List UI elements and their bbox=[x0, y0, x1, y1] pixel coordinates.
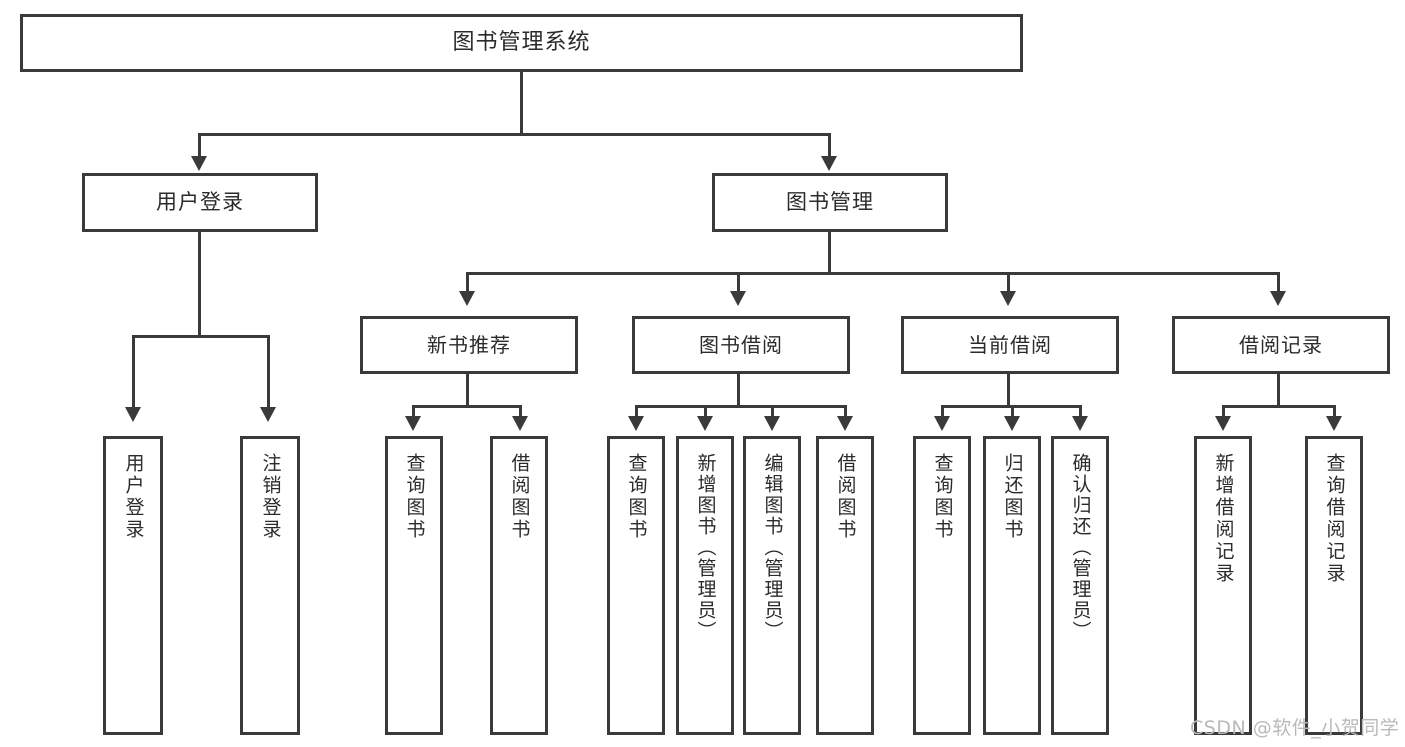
edge-root-stem bbox=[520, 72, 523, 134]
leaf-logout[interactable]: 注销登录 bbox=[240, 436, 300, 735]
arrow-borrow-to-leaf3 bbox=[764, 416, 780, 431]
leaf-user-login[interactable]: 用户登录 bbox=[103, 436, 163, 735]
edge-current-to-leaf3 bbox=[1079, 405, 1082, 418]
leaf-label: 编辑图书（管理员） bbox=[761, 453, 784, 642]
leaf-label: 查询借阅记录 bbox=[1323, 453, 1346, 585]
edge-current-to-leaf1 bbox=[941, 405, 944, 418]
edge-borrow-to-leaf1 bbox=[635, 405, 638, 418]
edge-login-to-leaf2 bbox=[267, 335, 270, 410]
edge-newbooks-to-leaf2 bbox=[519, 405, 522, 418]
node-label: 借阅记录 bbox=[1239, 332, 1323, 357]
edge-borrow-stem bbox=[737, 374, 740, 406]
edge-bookmgmt-to-current bbox=[1007, 272, 1010, 294]
leaf-confirm-return-admin[interactable]: 确认归还（管理员） bbox=[1051, 436, 1109, 735]
node-new-book-recommend[interactable]: 新书推荐 bbox=[360, 316, 578, 374]
arrow-current-to-leaf1 bbox=[934, 416, 950, 431]
leaf-edit-book-admin[interactable]: 编辑图书（管理员） bbox=[743, 436, 801, 735]
edge-current-to-leaf2 bbox=[1011, 405, 1014, 418]
leaf-label: 借阅图书 bbox=[508, 453, 531, 541]
leaf-borrow-books-recommend[interactable]: 借阅图书 bbox=[490, 436, 548, 735]
arrow-records-to-leaf1 bbox=[1215, 416, 1231, 431]
arrow-bookmgmt-to-records bbox=[1270, 291, 1286, 306]
arrow-current-to-leaf3 bbox=[1072, 416, 1088, 431]
edge-records-to-leaf1 bbox=[1222, 405, 1225, 418]
arrow-borrow-to-leaf4 bbox=[837, 416, 853, 431]
edge-records-to-leaf2 bbox=[1333, 405, 1336, 418]
edge-borrow-to-leaf2 bbox=[704, 405, 707, 418]
edge-login-to-leaf1 bbox=[132, 335, 135, 410]
edge-login-bus bbox=[132, 335, 270, 338]
leaf-label: 新增图书（管理员） bbox=[694, 453, 717, 642]
leaf-label: 借阅图书 bbox=[834, 453, 857, 541]
arrow-login-to-leaf1 bbox=[125, 407, 141, 422]
edge-root-bus bbox=[198, 133, 831, 136]
node-book-management[interactable]: 图书管理 bbox=[712, 173, 948, 232]
node-borrow-records[interactable]: 借阅记录 bbox=[1172, 316, 1390, 374]
edge-root-to-login bbox=[198, 133, 201, 160]
node-current-borrow[interactable]: 当前借阅 bbox=[901, 316, 1119, 374]
edge-newbooks-stem bbox=[466, 374, 469, 406]
edge-current-stem bbox=[1007, 374, 1010, 406]
arrow-bookmgmt-to-current bbox=[1000, 291, 1016, 306]
leaf-query-books-current[interactable]: 查询图书 bbox=[913, 436, 971, 735]
leaf-query-books-recommend[interactable]: 查询图书 bbox=[385, 436, 443, 735]
leaf-add-borrow-record[interactable]: 新增借阅记录 bbox=[1194, 436, 1252, 735]
arrow-root-to-login bbox=[191, 156, 207, 171]
edge-bookmgmt-stem bbox=[828, 232, 831, 274]
leaf-label: 确认归还（管理员） bbox=[1069, 453, 1092, 642]
leaf-query-borrow-record[interactable]: 查询借阅记录 bbox=[1305, 436, 1363, 735]
node-label: 新书推荐 bbox=[427, 332, 511, 357]
edge-borrow-bus bbox=[635, 405, 847, 408]
edge-bookmgmt-to-borrow bbox=[737, 272, 740, 294]
node-label: 用户登录 bbox=[156, 190, 244, 215]
leaf-return-books[interactable]: 归还图书 bbox=[983, 436, 1041, 735]
leaf-label: 查询图书 bbox=[403, 453, 426, 541]
edge-bookmgmt-to-newbooks bbox=[466, 272, 469, 294]
leaf-label: 注销登录 bbox=[259, 453, 282, 541]
edge-records-stem bbox=[1277, 374, 1280, 406]
leaf-label: 用户登录 bbox=[122, 453, 145, 541]
arrow-current-to-leaf2 bbox=[1004, 416, 1020, 431]
node-label: 当前借阅 bbox=[968, 332, 1052, 357]
leaf-query-books-borrow[interactable]: 查询图书 bbox=[607, 436, 665, 735]
arrow-bookmgmt-to-borrow bbox=[730, 291, 746, 306]
node-label: 图书借阅 bbox=[699, 332, 783, 357]
edge-records-bus bbox=[1222, 405, 1336, 408]
leaf-label: 新增借阅记录 bbox=[1212, 453, 1235, 585]
leaf-label: 查询图书 bbox=[625, 453, 648, 541]
arrow-bookmgmt-to-newbooks bbox=[459, 291, 475, 306]
arrow-root-to-bookmgmt bbox=[821, 156, 837, 171]
edge-bookmgmt-to-records bbox=[1277, 272, 1280, 294]
node-book-borrow[interactable]: 图书借阅 bbox=[632, 316, 850, 374]
node-label: 图书管理 bbox=[786, 190, 874, 215]
leaf-label: 查询图书 bbox=[931, 453, 954, 541]
edge-bookmgmt-bus bbox=[466, 272, 1278, 275]
arrow-newbooks-to-leaf1 bbox=[405, 416, 421, 431]
arrow-records-to-leaf2 bbox=[1326, 416, 1342, 431]
edge-borrow-to-leaf4 bbox=[844, 405, 847, 418]
arrow-newbooks-to-leaf2 bbox=[512, 416, 528, 431]
leaf-borrow-books[interactable]: 借阅图书 bbox=[816, 436, 874, 735]
edge-newbooks-to-leaf1 bbox=[412, 405, 415, 418]
arrow-borrow-to-leaf2 bbox=[697, 416, 713, 431]
arrow-borrow-to-leaf1 bbox=[628, 416, 644, 431]
edge-newbooks-bus bbox=[412, 405, 522, 408]
edge-login-stem bbox=[198, 232, 201, 336]
leaf-label: 归还图书 bbox=[1001, 453, 1024, 541]
leaf-add-book-admin[interactable]: 新增图书（管理员） bbox=[676, 436, 734, 735]
node-root-system[interactable]: 图书管理系统 bbox=[20, 14, 1023, 72]
node-user-login[interactable]: 用户登录 bbox=[82, 173, 318, 232]
edge-borrow-to-leaf3 bbox=[771, 405, 774, 418]
edge-root-to-bookmgmt bbox=[828, 133, 831, 160]
arrow-login-to-leaf2 bbox=[260, 407, 276, 422]
node-label: 图书管理系统 bbox=[452, 30, 591, 56]
